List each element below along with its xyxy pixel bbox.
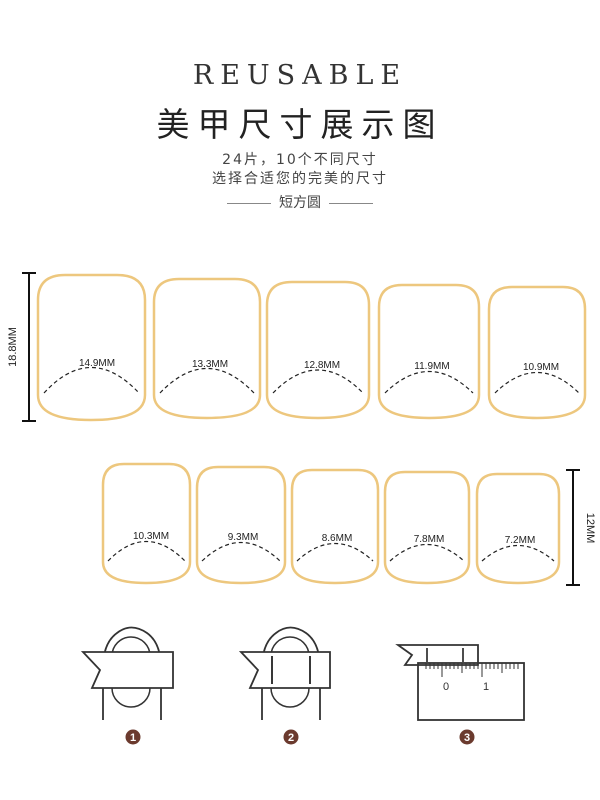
finger-outline [261,626,321,720]
nail-width-label: 7.8MM [414,534,445,545]
row1-height-indicator: 18.8MM [7,272,36,422]
ruler [417,662,525,721]
step-badge [283,729,299,745]
step-number: 2 [288,732,294,744]
nail-tip: 8.6MM [290,468,380,585]
row1-nails: 14.9MM 13.3MM 12.8MM 11.9MM 10.9MM [36,273,587,422]
divider-left [227,202,271,204]
ruler-ticks [425,663,519,677]
nail-tip: 13.3MM [152,277,262,420]
step-badge [459,729,475,745]
step-badge [125,729,141,745]
nail-tip: 7.8MM [383,470,471,585]
ruler-tick-label: 1 [483,681,489,693]
nail-width-label: 11.9MM [414,361,449,372]
subtitle-count: 24片，10个不同尺寸 [222,152,378,168]
nail-width-label: 10.3MM [133,531,169,542]
nail-width-label: 8.6MM [322,533,353,544]
subtitle-tip: 选择合适您的完美的尺寸 [212,171,388,187]
nail-width-label: 9.3MM [228,532,259,543]
shape-label: 短方圆 [279,195,321,211]
measuring-tape [395,644,479,666]
nail-tip: 10.3MM [101,462,192,585]
row2-nails: 10.3MM 9.3MM 8.6MM 7.8MM 7.2MM [101,462,561,585]
step2-illustration: 2 [238,626,331,745]
shape-label-row: 短方圆 [0,192,600,212]
step1-illustration: 1 [80,626,174,745]
step-number: 1 [130,732,136,744]
measuring-tape [80,651,174,689]
page-title: 美甲尺寸展示图 [156,105,444,144]
ruler-tick-label: 0 [443,681,449,693]
nail-width-label: 13.3MM [192,359,228,370]
brand-title: REUSABLE [192,60,408,91]
row2-height-indicator: 12MM [566,469,596,586]
nail-width-label: 7.2MM [505,535,536,546]
step-number: 3 [464,732,470,744]
nail-tip: 7.2MM [475,472,561,585]
nail-tip: 9.3MM [195,465,287,585]
nail-tip: 11.9MM [377,283,481,420]
nail-width-label: 10.9MM [523,362,559,373]
nail-tip: 12.8MM [265,280,371,420]
nail-tip: 10.9MM [487,285,587,420]
measuring-tape [238,651,331,689]
row2-height-label: 12MM [584,513,596,544]
nail-width-label: 14.9MM [79,358,115,369]
divider-right [329,202,373,204]
step3-illustration: 0 1 3 [395,644,525,745]
finger-outline [102,626,162,720]
nail-width-label: 12.8MM [304,360,340,371]
row1-height-label: 18.8MM [7,327,19,367]
nail-tip: 14.9MM [36,273,147,422]
